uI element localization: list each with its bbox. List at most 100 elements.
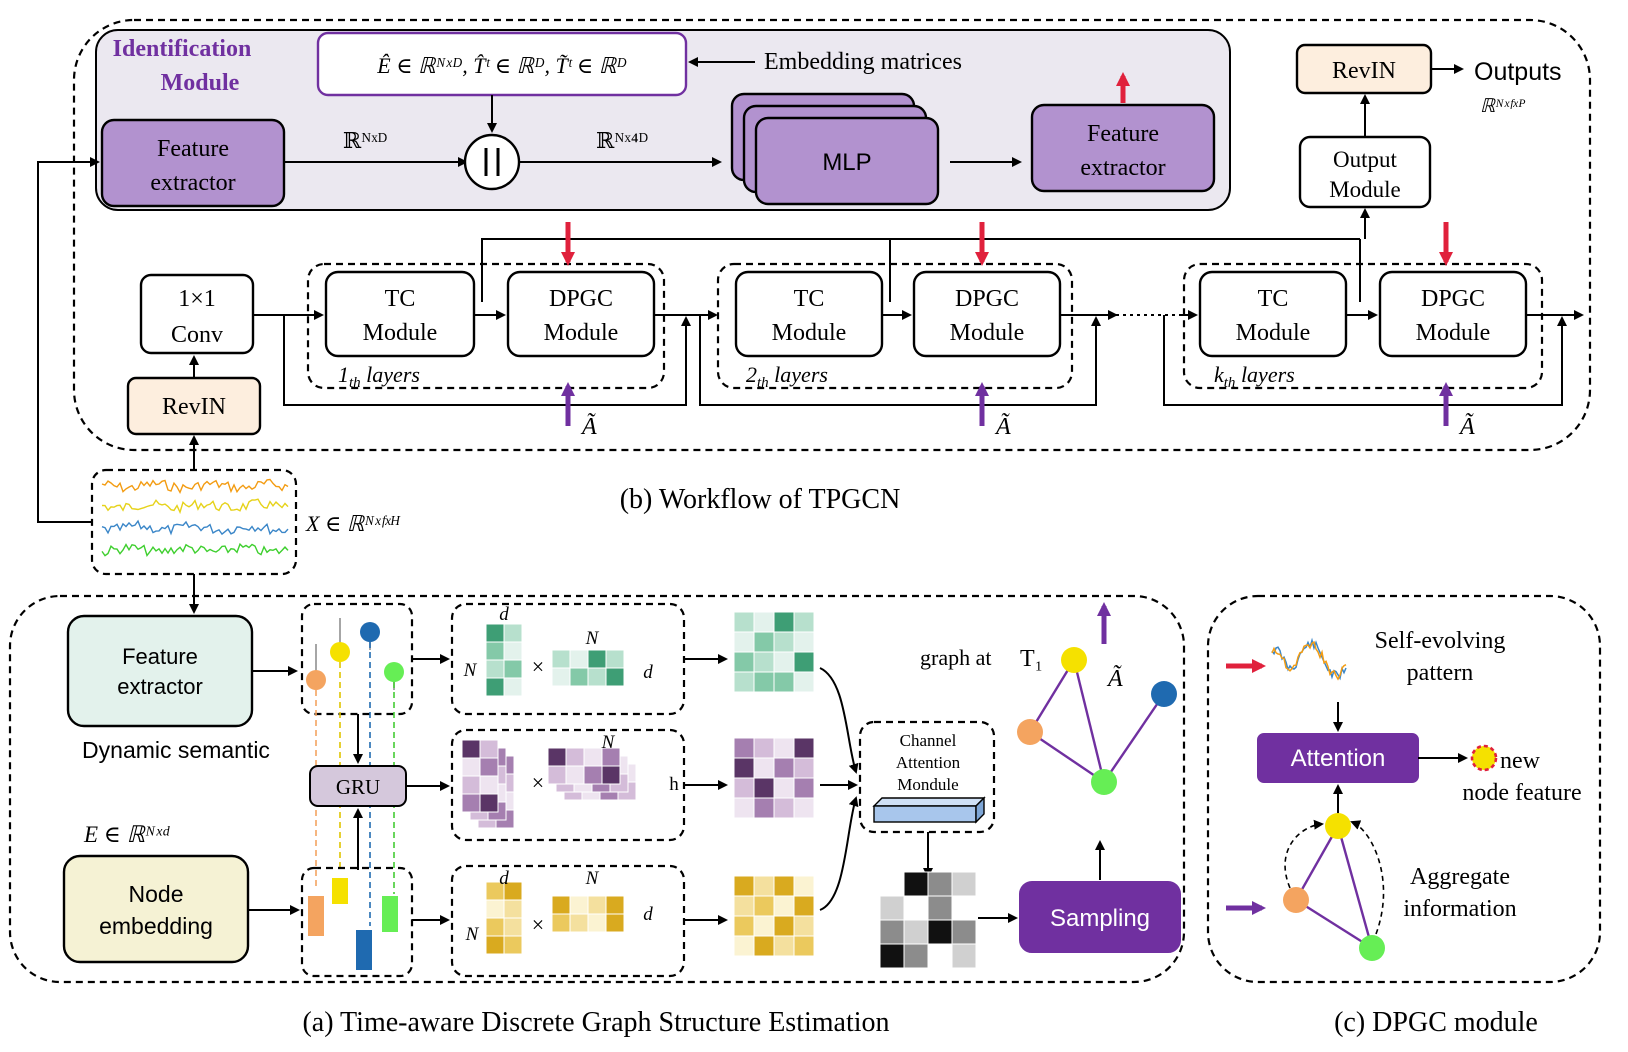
matrix-cell: [793, 757, 815, 779]
embedding-bars-frame: [300, 866, 414, 978]
matrix-cell: [503, 677, 523, 697]
matrix-cell: [753, 651, 775, 673]
matrix-cell: [753, 611, 775, 633]
feature-extractor-right-line2: extractor: [1080, 155, 1165, 181]
series-line: [101, 519, 289, 536]
gray-cell: [903, 943, 929, 969]
matrix-cell: [551, 895, 571, 915]
conv-line2: Conv: [171, 322, 223, 348]
matrix-cell: [479, 739, 499, 759]
node-embedding-line1: Node: [129, 881, 184, 907]
matrix-cell: [773, 737, 795, 759]
matrix-cell: [601, 765, 621, 785]
matrix-cell: [753, 875, 775, 897]
dim-n4d-label: ℝᴺˣ⁴ᴰ: [596, 128, 648, 153]
workflow-frame: [72, 18, 1592, 452]
aggregate-graph: [1283, 813, 1385, 961]
feature-extractor-a: [66, 614, 254, 728]
tc-module-k-line1: TC: [1258, 286, 1289, 312]
skip-bus: [481, 238, 1360, 302]
matrix-cell: [587, 667, 607, 687]
feature-extractor-a-line2: extractor: [117, 674, 203, 699]
dpgc-module-2-line2: Module: [950, 320, 1025, 346]
matrix-cell: [569, 895, 589, 915]
green-n2-label: N: [585, 628, 600, 649]
node-green: [384, 662, 404, 682]
gray-cell: [903, 919, 929, 945]
matrix-cell: [485, 899, 505, 919]
matrix-cell: [793, 895, 815, 917]
graph-node-green: [1091, 769, 1117, 795]
layer-k-label: kth layers: [1214, 362, 1295, 391]
matrix-cell: [773, 631, 795, 653]
matrix-cell: [793, 935, 815, 957]
matrix-cell: [733, 895, 755, 917]
channel-attention-frame: [858, 720, 996, 834]
dpgc-module-2-line1: DPGC: [955, 286, 1019, 312]
matrix-cell: [733, 935, 755, 957]
feature-extractor-left-line1: Feature: [157, 136, 229, 162]
sampled-graph: [1017, 647, 1177, 795]
matrix-cell: [753, 935, 775, 957]
matrix-cell: [565, 765, 585, 785]
matrix-cell: [551, 667, 571, 687]
matrix-cell: [733, 797, 755, 819]
matrix-cell: [587, 913, 607, 933]
input-formula: X ∈ ℝᴺˣᶠˣᴴ: [305, 511, 400, 536]
bar-orange: [308, 896, 324, 936]
attention-bar-top: [872, 797, 986, 807]
matrix-cell: [793, 631, 815, 653]
pattern-line: [1271, 640, 1347, 681]
revin-input-label: RevIN: [162, 394, 226, 420]
matrix-grids: [461, 611, 815, 957]
aggregate-line1: Aggregate: [1410, 864, 1510, 890]
feature-extractor-right-line1: Feature: [1087, 121, 1159, 147]
matrix-cell: [485, 641, 505, 661]
matrix-cell: [503, 917, 523, 937]
matrix-cell: [551, 649, 571, 669]
layer-1-frame: [306, 262, 666, 390]
attention-bar: [873, 805, 977, 823]
matrix-cell: [569, 913, 589, 933]
matrix-cell: [503, 899, 523, 919]
green-n-label: N: [463, 660, 478, 681]
yellow-times: ×: [532, 912, 544, 937]
matrix-cell: [551, 913, 571, 933]
matrix-cell: [461, 793, 481, 813]
gray-cell: [903, 871, 929, 897]
matrix-cell: [733, 915, 755, 937]
attention-bar-side: [975, 796, 985, 824]
series-line: [101, 478, 289, 495]
output-module-line2: Module: [1329, 177, 1401, 202]
dynamic-semantic-label: Dynamic semantic: [82, 737, 270, 763]
residual-2: [699, 315, 1097, 406]
gray-cell: [879, 871, 905, 897]
e-formula: E ∈ ℝᴺˣᵈ: [83, 822, 170, 847]
new-node-feature-icon: [1470, 744, 1498, 772]
matrix-cell: [773, 757, 795, 779]
matrix-cell: [753, 757, 775, 779]
matrix-cell: [479, 757, 499, 777]
channel-attention-line2: Attention: [896, 753, 961, 772]
matrix-cell: [605, 649, 625, 669]
aggregate-line2: information: [1403, 896, 1516, 922]
matrix-cell: [753, 895, 775, 917]
embedding-bars: [308, 878, 398, 970]
matrix-cell: [587, 895, 607, 915]
bar-yellow: [332, 878, 348, 904]
green-d2-label: d: [643, 662, 653, 683]
gray-cell: [951, 919, 977, 945]
channel-attention-line3: Mondule: [897, 775, 958, 794]
residual-k: [1163, 315, 1563, 406]
green-times: ×: [532, 654, 544, 679]
green-d-label: d: [499, 604, 509, 625]
matrix-cell: [773, 671, 795, 693]
a-tilde-k: Ã: [1458, 413, 1475, 440]
graph-at-label: graph at: [920, 645, 991, 670]
matrix-cell: [569, 667, 589, 687]
embedding-formula-box: [316, 31, 688, 97]
matrix-cell: [485, 677, 505, 697]
tc-module-2-line2: Module: [772, 320, 847, 346]
feature-extractor-left-line2: extractor: [150, 170, 235, 196]
self-evolving-plot: [1271, 637, 1347, 681]
